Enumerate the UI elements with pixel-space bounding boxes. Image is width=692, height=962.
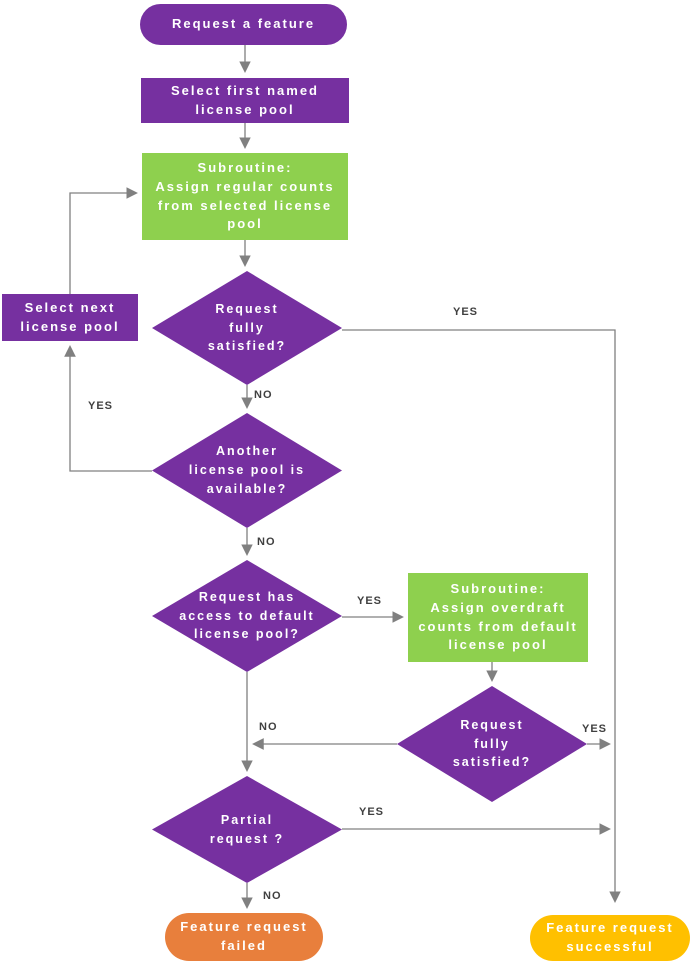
node-select-next-pool: Select next license pool — [2, 294, 138, 341]
edge-label-satisfied1-no: NO — [254, 389, 273, 401]
node-default-access-label: Request has access to default license po… — [179, 589, 315, 642]
edge-another-pool-yes-to-select-next — [64, 345, 152, 472]
node-terminator-failed: Feature request failed — [165, 913, 323, 961]
node-terminator-successful: Feature request successful — [530, 915, 690, 961]
node-fully-satisfied-1-label: Request fully satisfied? — [207, 301, 287, 354]
edge-label-satisfied2-yes: YES — [582, 723, 608, 735]
node-select-first-pool: Select first named license pool — [141, 78, 349, 123]
node-request-failed-label: Feature request failed — [180, 919, 308, 953]
edge-label-default-access-no: NO — [259, 721, 278, 733]
edge-label-partial-yes: YES — [359, 806, 385, 818]
node-fully-satisfied-2-label: Request fully satisfied? — [452, 717, 532, 770]
node-start-label: Request a feature — [171, 16, 316, 32]
edge-label-satisfied1-yes: YES — [453, 306, 479, 318]
edge-select-next-to-assign-regular — [69, 187, 138, 294]
node-assign-overdraft-label: Subroutine: Assign overdraft counts from… — [418, 580, 578, 653]
edge-label-partial-no: NO — [263, 890, 282, 902]
node-subroutine-assign-overdraft: Subroutine: Assign overdraft counts from… — [408, 573, 588, 662]
node-partial-request-label: Partial request ? — [209, 812, 285, 846]
edge-satisfied1-yes-to-successful — [342, 329, 621, 903]
edge-label-another-pool-yes: YES — [88, 400, 114, 412]
edge-label-another-pool-no: NO — [257, 536, 276, 548]
node-select-next-pool-label: Select next license pool — [20, 299, 120, 334]
node-request-successful-label: Feature request successful — [546, 920, 674, 954]
node-another-pool-label: Another license pool is available? — [188, 444, 306, 496]
node-assign-regular-label: Subroutine: Assign regular counts from s… — [155, 159, 335, 232]
node-start: Request a feature — [140, 4, 347, 45]
node-subroutine-assign-regular: Subroutine: Assign regular counts from s… — [142, 153, 348, 240]
edge-label-default-access-yes: YES — [357, 595, 383, 607]
node-select-first-pool-label: Select first named license pool — [171, 82, 319, 117]
